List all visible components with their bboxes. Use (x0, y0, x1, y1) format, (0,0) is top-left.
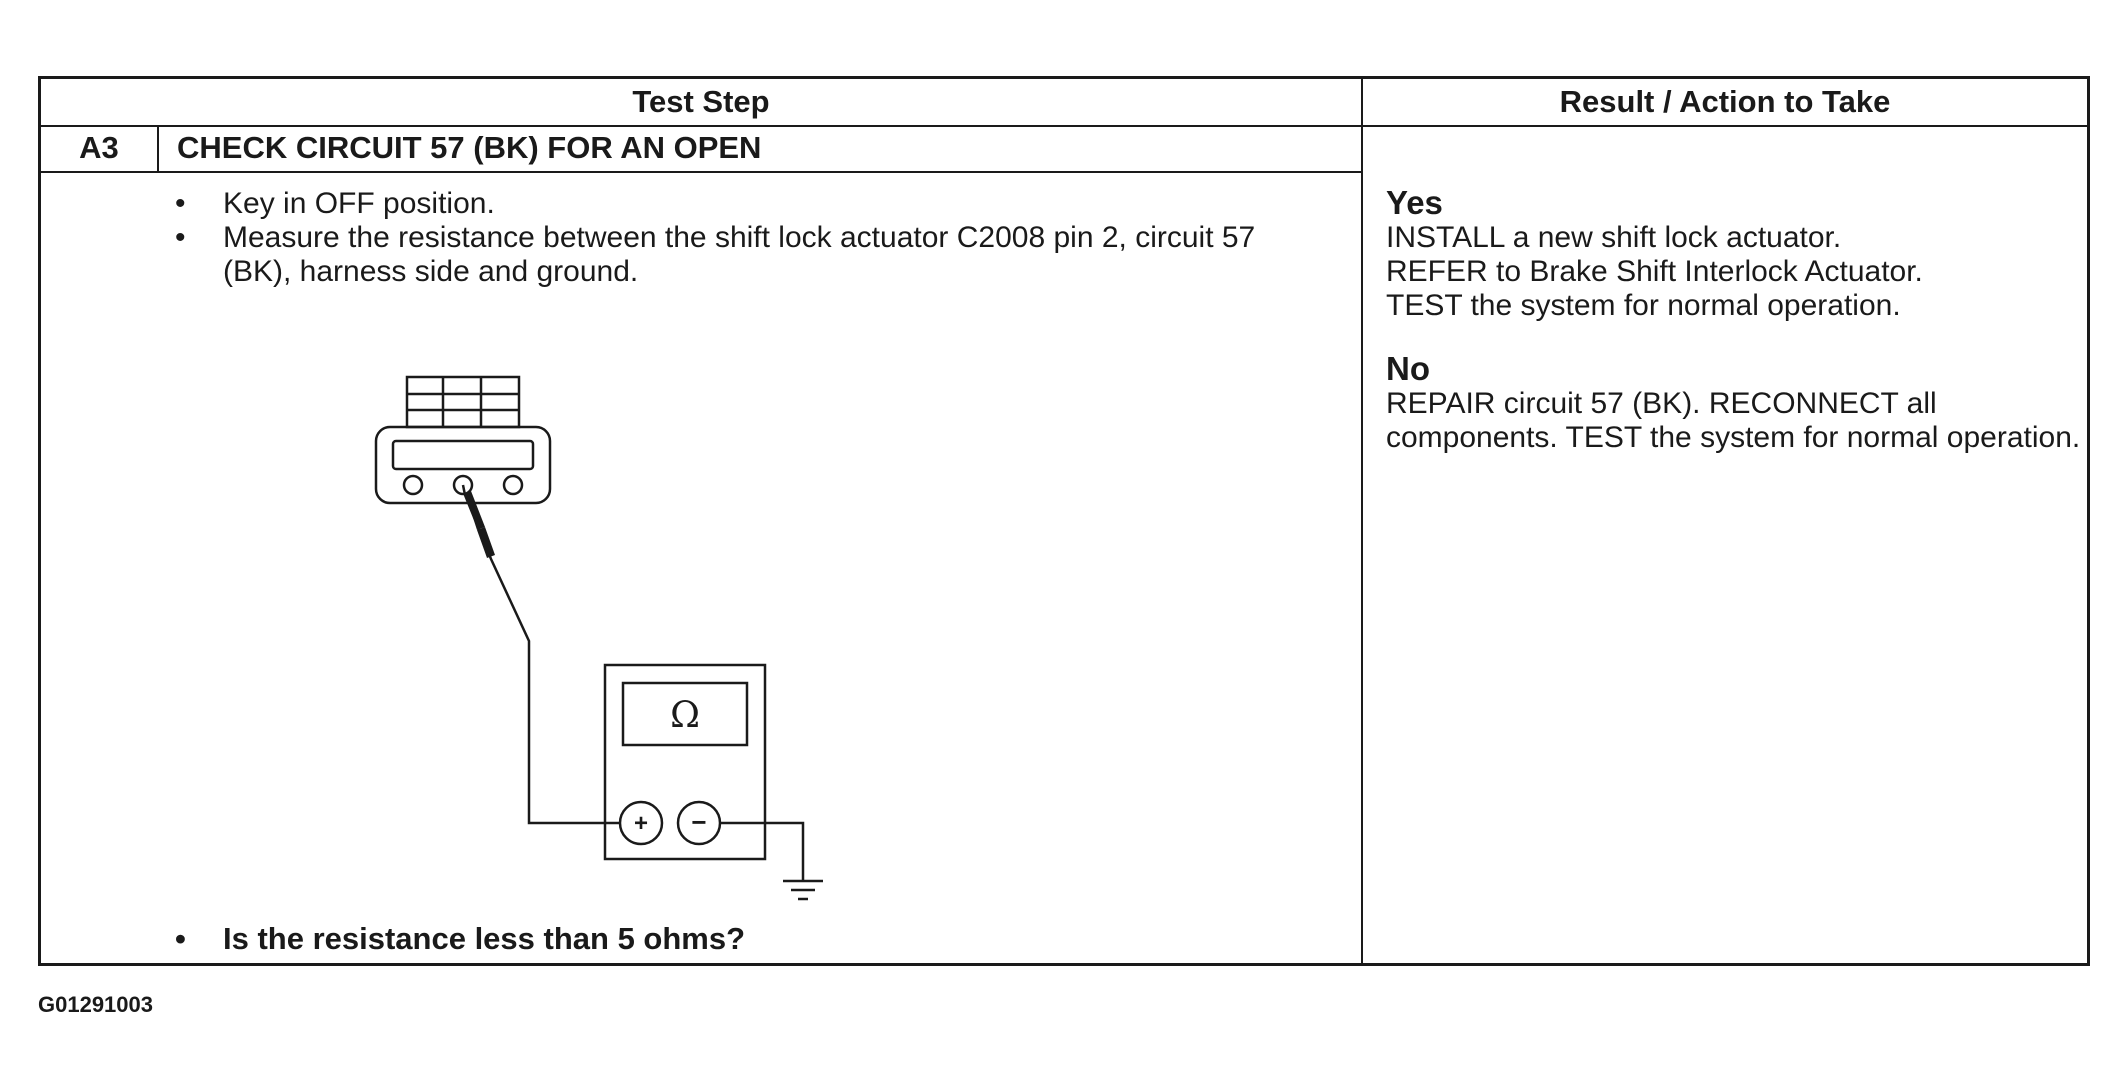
step-row: A3 CHECK CIRCUIT 57 (BK) FOR AN OPEN (41, 125, 1361, 173)
test-question: • Is the resistance less than 5 ohms? (171, 921, 745, 957)
results-column: Yes INSTALL a new shift lock actuator. R… (1386, 185, 2086, 483)
ohmmeter-icon (603, 663, 767, 861)
bullet-icon: • (175, 187, 186, 220)
step-instructions: • Key in OFF position. • Measure the res… (171, 187, 1331, 289)
figure-id: G01291003 (38, 992, 153, 1017)
test-step-table: Test Step Result / Action to Take A3 CHE… (38, 76, 2090, 966)
ohmmeter-circuit-diagram: Ω + − (374, 375, 823, 901)
ohm-symbol: Ω (670, 695, 700, 736)
step-id: A3 (41, 125, 159, 171)
table-header-row: Test Step Result / Action to Take (41, 79, 2087, 127)
bullet-icon: • (175, 221, 186, 254)
header-result-action: Result / Action to Take (1559, 84, 1891, 119)
column-divider (1361, 79, 1363, 963)
result-line: REFER to Brake Shift Interlock Actuator. (1386, 255, 1923, 288)
ground-lead (720, 821, 823, 901)
connector-c2008-icon (374, 375, 552, 505)
instruction-item: • Key in OFF position. (171, 187, 1331, 221)
result-yes-label: Yes (1386, 184, 1443, 221)
minus-terminal-label: − (691, 807, 706, 837)
result-yes: Yes INSTALL a new shift lock actuator. R… (1386, 185, 2086, 323)
instruction-item: • Measure the resistance between the shi… (171, 221, 1331, 289)
result-no: No REPAIR circuit 57 (BK). RECONNECT all… (1386, 351, 2086, 455)
instruction-text: Measure the resistance between the shift… (223, 221, 1256, 288)
probe-tip-icon (465, 491, 495, 558)
instruction-text: Key in OFF position. (223, 187, 495, 220)
result-line: TEST the system for normal operation. (1386, 289, 1901, 322)
probe-lead (461, 484, 619, 825)
bullet-icon: • (175, 921, 186, 956)
header-test-step: Test Step (632, 84, 770, 119)
result-line: REPAIR circuit 57 (BK). RECONNECT all co… (1386, 387, 2081, 454)
question-text: Is the resistance less than 5 ohms? (223, 921, 746, 956)
step-title: CHECK CIRCUIT 57 (BK) FOR AN OPEN (177, 130, 762, 165)
result-no-label: No (1386, 350, 1430, 387)
result-line: INSTALL a new shift lock actuator. (1386, 221, 1842, 254)
plus-terminal-label: + (634, 810, 648, 837)
